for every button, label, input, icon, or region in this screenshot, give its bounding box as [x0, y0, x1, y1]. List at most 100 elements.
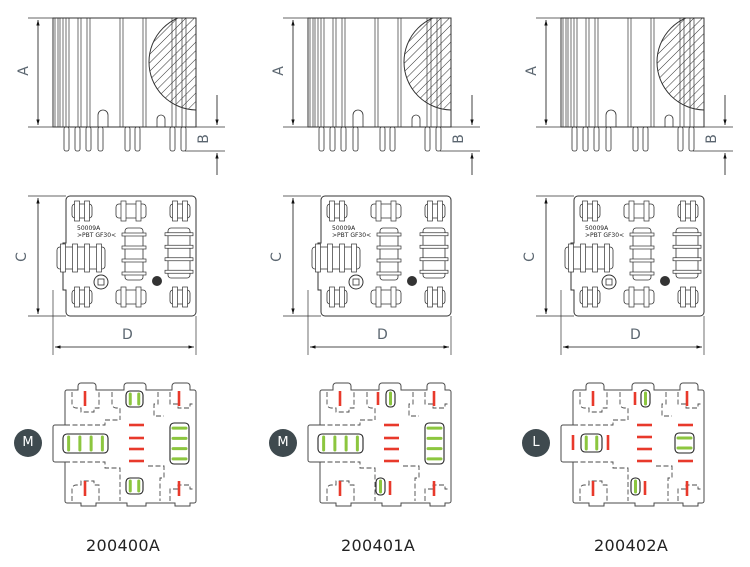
contact-cavity — [579, 286, 601, 308]
contact-cavity — [121, 227, 147, 281]
side-view — [283, 17, 480, 175]
dimension-d-label: D — [630, 327, 641, 343]
pin — [340, 126, 347, 152]
pin — [632, 126, 639, 152]
contact-cavity — [169, 286, 191, 308]
pin — [424, 126, 431, 152]
layout-outline — [307, 382, 452, 507]
contact-cavity — [164, 227, 194, 279]
contact-cavity — [677, 200, 699, 222]
contact-cavity — [376, 227, 402, 281]
signal-contact-group — [580, 433, 603, 453]
latch — [352, 109, 421, 127]
pin — [379, 126, 386, 152]
part-marking-line1: 50009A — [332, 225, 356, 232]
pin — [677, 126, 684, 152]
pin — [169, 126, 176, 152]
dimension-a-label: A — [15, 66, 32, 76]
coding-pin — [601, 274, 617, 290]
contact-cavity — [115, 286, 147, 308]
section-cut — [148, 18, 196, 111]
contact-cavity — [579, 200, 601, 222]
pin — [642, 126, 649, 152]
side-view — [536, 17, 733, 175]
dimension-a-label: A — [523, 66, 540, 76]
top-view — [536, 195, 705, 355]
pin — [593, 126, 600, 152]
pin — [605, 126, 612, 152]
dimension-b-label: B — [195, 134, 212, 144]
contact-cavity — [629, 227, 655, 281]
contact-cavity — [424, 286, 446, 308]
contact-cavity — [71, 286, 93, 308]
part-marking-line2: >PBT GF30< — [585, 232, 625, 239]
signal-contact-group — [424, 422, 445, 465]
contact-layout — [560, 382, 705, 507]
part-marking-line2: >PBT GF30< — [332, 232, 372, 239]
part-marking-line1: 50009A — [77, 225, 101, 232]
pin — [571, 126, 578, 152]
ground-screw — [152, 276, 162, 286]
part-marking-line1: 50009A — [585, 225, 609, 232]
signal-contact-group — [375, 477, 386, 496]
contact-cavity — [370, 200, 402, 222]
pin — [318, 126, 325, 152]
top-view — [283, 195, 452, 355]
part-number-label: 200400A — [86, 536, 161, 555]
dimension-c-label: C — [521, 252, 538, 262]
dimension-c-label: C — [13, 252, 30, 262]
contact-cavity — [623, 286, 655, 308]
signal-contact-group — [62, 433, 109, 454]
contact-cavity — [71, 200, 93, 222]
pin — [134, 126, 141, 152]
contact-cavity — [419, 227, 449, 279]
dimension-d-label: D — [377, 327, 388, 343]
side-view — [28, 17, 225, 175]
contact-cavity — [677, 286, 699, 308]
signal-contact-group — [317, 433, 364, 454]
contact-cavity — [326, 286, 348, 308]
pin — [180, 126, 187, 152]
pin — [85, 126, 92, 152]
signal-contact-group — [630, 477, 641, 496]
section-cut — [403, 18, 451, 111]
signal-contact-group — [169, 422, 190, 465]
top-view — [28, 195, 197, 355]
latch — [97, 109, 166, 127]
signal-contact-group — [640, 389, 651, 408]
coding-pin — [93, 274, 109, 290]
pin — [63, 126, 70, 152]
dimension-b-label: B — [450, 134, 467, 144]
signal-contact-group — [674, 432, 695, 454]
coding-pin — [348, 274, 364, 290]
size-code-badge: M — [269, 429, 297, 457]
contact-cavity — [115, 200, 147, 222]
contact-cavity — [623, 200, 655, 222]
contact-cavity — [370, 286, 402, 308]
section-cut — [656, 18, 704, 111]
contact-cavity — [424, 200, 446, 222]
pin — [97, 126, 104, 152]
dimension-b-label: B — [703, 134, 720, 144]
part-marking-line2: >PBT GF30< — [77, 232, 117, 239]
contact-layout — [307, 382, 452, 507]
pin — [352, 126, 359, 152]
contact-cavity — [56, 243, 106, 273]
signal-contact-group — [385, 389, 396, 408]
pin — [124, 126, 131, 152]
latch — [605, 109, 674, 127]
dimension-d-label: D — [122, 327, 133, 343]
ground-screw — [407, 276, 417, 286]
part-number-label: 200402A — [594, 536, 669, 555]
pin — [329, 126, 336, 152]
model-200401A — [283, 17, 480, 507]
model-200400A — [28, 17, 225, 507]
contact-cavity — [564, 243, 614, 273]
signal-contact-group — [125, 477, 144, 495]
dimension-c-label: C — [268, 252, 285, 262]
ground-screw — [660, 276, 670, 286]
dimension-a-label: A — [270, 66, 287, 76]
signal-contact-group — [125, 390, 144, 408]
contact-cavity — [672, 227, 702, 279]
